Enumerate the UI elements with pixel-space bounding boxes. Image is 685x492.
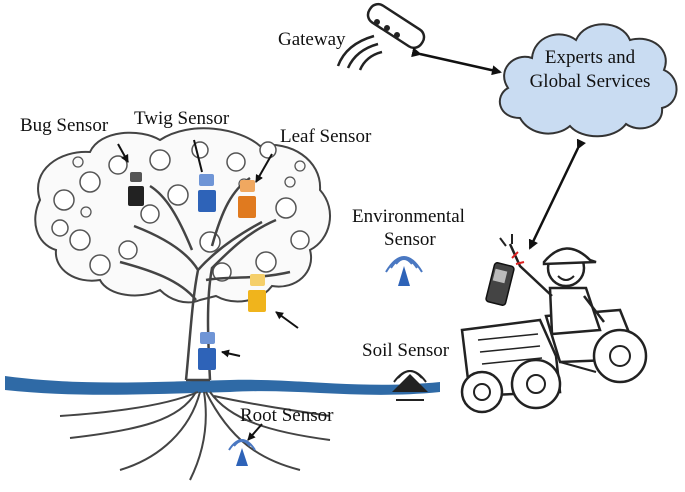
cloud-label-line2: Global Services [529,71,651,92]
cloud-label: Experts and Global Services [515,46,665,94]
environmental-sensor-label-line1: Environmental [352,206,465,227]
twig-sensor-device [193,139,216,212]
tractor-icon [460,308,648,414]
phone-icon [485,251,525,306]
bug-sensor-label: Bug Sensor [20,115,109,136]
cloud-icon [498,23,678,138]
gateway-label: Gateway [278,29,346,50]
gateway-cloud-arrow [411,47,502,76]
twig-sensor-label: Twig Sensor [134,108,230,129]
cloud-farmer-arrow [528,138,586,250]
trunk-sensor-device [198,332,241,370]
farmer-icon [499,234,605,336]
leaf-sensor-label: Leaf Sensor [280,126,372,147]
soil-sensor-label: Soil Sensor [362,340,450,361]
ground-band [5,376,440,395]
wifi-signal-icon [385,256,423,286]
root-sensor-device [228,423,263,466]
gateway-device-icon [336,2,426,71]
cloud-label-line1: Experts and [544,47,636,68]
bug-sensor-device [117,143,144,206]
yellow-sensor-device [248,274,299,329]
tree-icon [34,127,331,481]
root-sensor-label: Root Sensor [240,405,334,426]
environmental-sensor-label-line2: Sensor [384,229,436,250]
soil-sensor-device [392,370,428,401]
leaf-sensor-device [238,153,273,218]
